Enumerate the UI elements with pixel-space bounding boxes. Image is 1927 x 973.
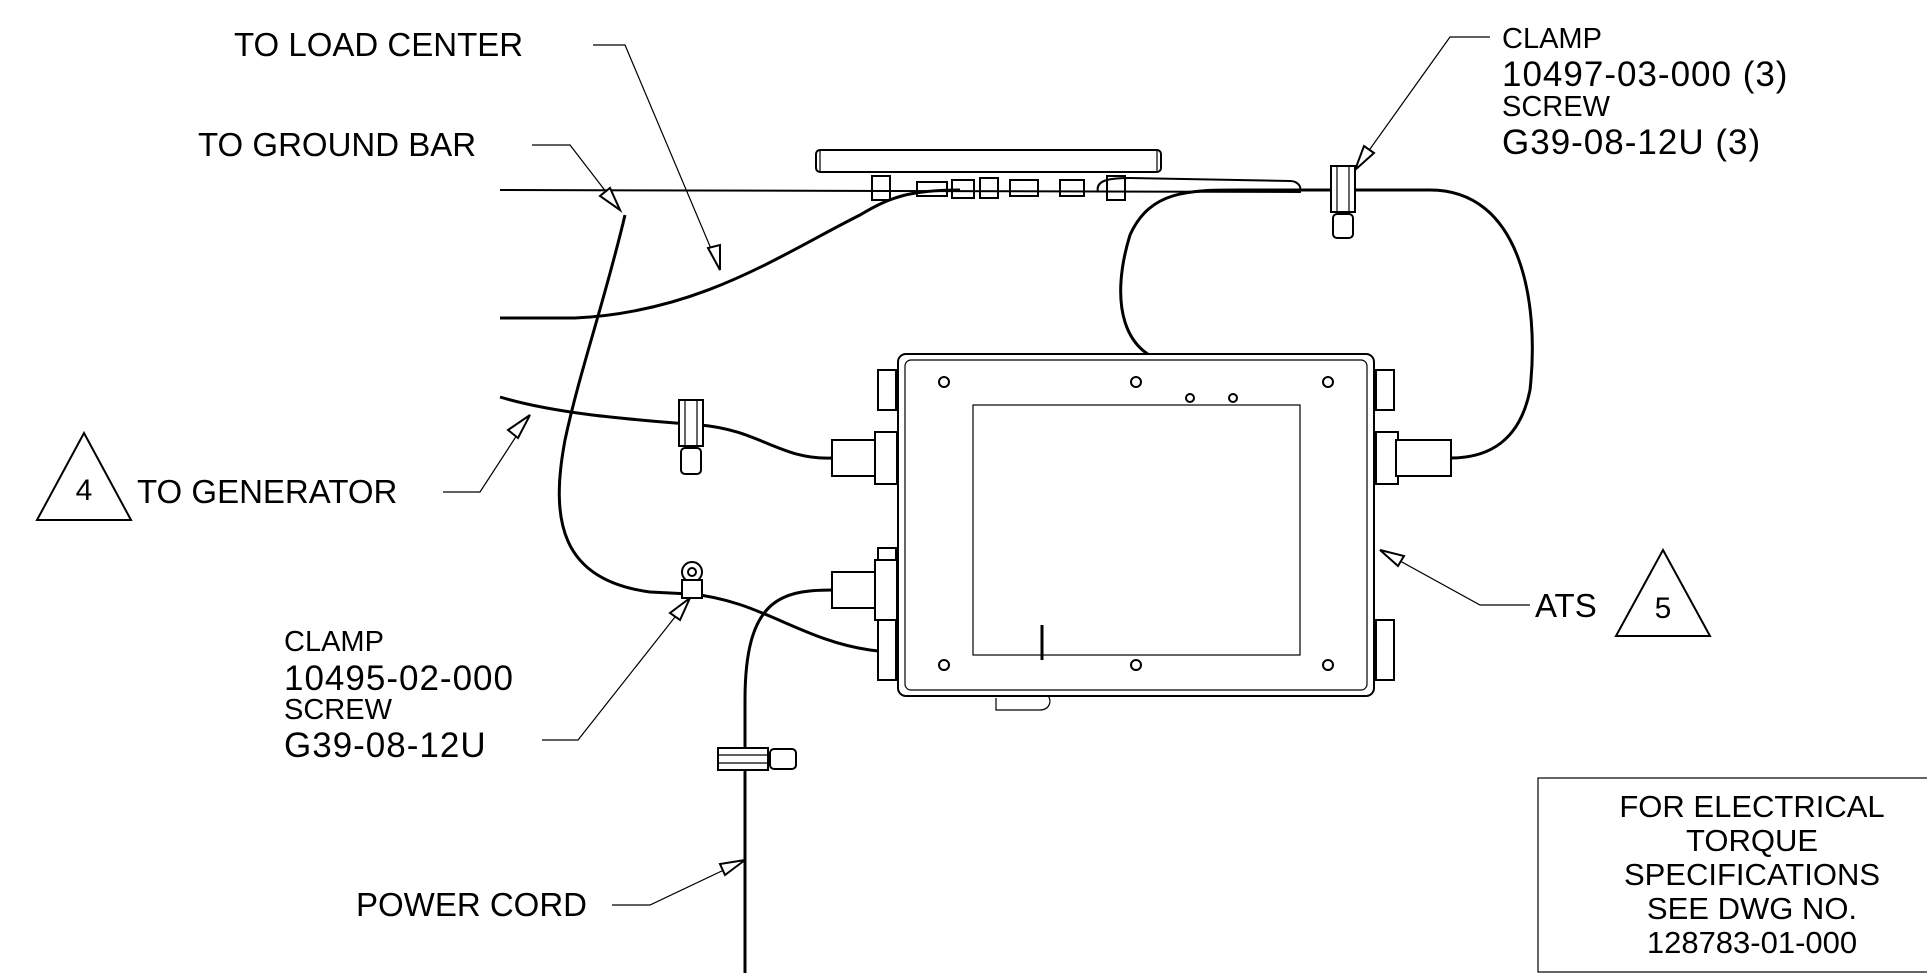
clamp-top-part-number: 10497-03-000 (3)	[1502, 55, 1788, 94]
torque-note-box: FOR ELECTRICAL TORQUE SPECIFICATIONS SEE…	[1537, 777, 1927, 973]
screw-left-label: SCREW	[284, 694, 393, 726]
clamp-top-right-hardware	[1330, 165, 1356, 239]
clamp-left-label: CLAMP	[284, 626, 384, 658]
note-flag-4-number: 4	[76, 474, 93, 507]
screw-left-part-number: G39-08-12U	[284, 726, 487, 765]
torque-note-line-5: 128783-01-000	[1647, 925, 1857, 960]
clamp-ground-hardware	[681, 561, 703, 599]
note-flag-5-number: 5	[1655, 592, 1672, 625]
torque-note-line-1: FOR ELECTRICAL	[1619, 789, 1884, 824]
ats-enclosure	[831, 353, 1452, 711]
torque-note-line-4: SEE DWG NO.	[1647, 891, 1857, 926]
note-flag-4: 4	[35, 430, 133, 521]
ats-label: ATS	[1535, 587, 1597, 624]
clamp-power-cord-hardware	[717, 747, 797, 771]
screw-top-label: SCREW	[1502, 91, 1611, 123]
torque-note-line-3: SPECIFICATIONS	[1624, 857, 1880, 892]
torque-note-line-2: TORQUE	[1686, 823, 1818, 858]
power-cord-wire	[743, 588, 833, 973]
to-ground-bar-label: TO GROUND BAR	[198, 126, 476, 163]
clamp-left-part-number: 10495-02-000	[284, 659, 514, 698]
clamp-generator-hardware	[678, 399, 704, 475]
to-load-center-label: TO LOAD CENTER	[234, 26, 523, 63]
load-center-wire	[500, 188, 961, 320]
right-loop-wire	[1119, 188, 1534, 460]
screw-top-part-number: G39-08-12U (3)	[1502, 123, 1761, 162]
clamp-top-label: CLAMP	[1502, 23, 1602, 55]
to-generator-label: TO GENERATOR	[137, 473, 397, 510]
ground-bar-wire	[499, 176, 1302, 194]
power-cord-label: POWER CORD	[356, 886, 587, 923]
note-flag-5: 5	[1614, 547, 1712, 637]
leader-lines	[443, 36, 1530, 906]
generator-wire	[499, 395, 833, 460]
